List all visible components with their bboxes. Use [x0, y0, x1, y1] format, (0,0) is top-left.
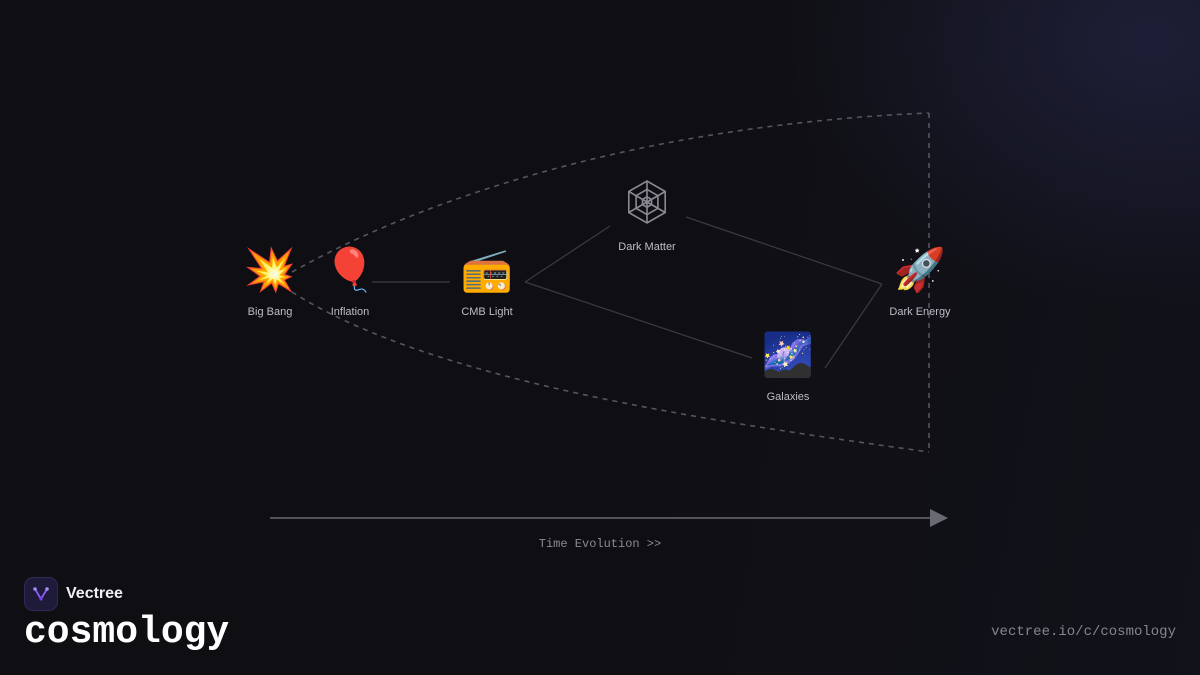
- edges: [372, 216, 883, 369]
- spider-web-icon: [627, 180, 667, 224]
- node-dark-matter[interactable]: Dark Matter: [618, 180, 676, 253]
- rocket-icon: 🚀: [894, 245, 946, 294]
- radio-icon: 📻: [461, 246, 513, 294]
- vectree-logo-icon: [24, 577, 58, 611]
- brand: Vectree: [24, 577, 123, 611]
- expansion-outline-top: [291, 112, 930, 273]
- node-dark-energy[interactable]: 🚀 Dark Energy: [889, 245, 951, 318]
- node-cmb-light[interactable]: 📻 CMB Light: [461, 246, 513, 318]
- milky-way-icon: 🌌: [762, 330, 814, 379]
- topic-title: cosmology: [24, 611, 230, 654]
- node-galaxies[interactable]: 🌌 Galaxies: [762, 330, 814, 403]
- node-inflation[interactable]: 🎈 Inflation: [324, 244, 376, 318]
- node-label: Galaxies: [767, 391, 810, 403]
- brand-name: Vectree: [66, 585, 123, 602]
- node-big-bang[interactable]: 💥 Big Bang: [244, 245, 296, 318]
- collision-icon: 💥: [244, 245, 296, 295]
- node-label: Dark Matter: [618, 241, 676, 253]
- expansion-outline-bottom: [291, 291, 930, 453]
- topic-url[interactable]: vectree.io/c/cosmology: [991, 624, 1176, 640]
- balloon-icon: 🎈: [324, 244, 376, 294]
- node-label: CMB Light: [461, 306, 512, 318]
- time-axis-arrowhead: [930, 509, 948, 527]
- edge-dark-matter-to-dark-energy: [685, 216, 883, 285]
- node-label: Big Bang: [248, 306, 293, 318]
- node-label: Inflation: [331, 306, 370, 318]
- edge-cmb-light-to-galaxies: [524, 281, 753, 359]
- nodes: 💥 Big Bang 🎈 Inflation 📻 CMB Light Dark Matter…: [244, 180, 951, 403]
- node-label: Dark Energy: [889, 306, 951, 318]
- edge-galaxies-to-dark-energy: [824, 283, 883, 369]
- time-axis-label: Time Evolution >>: [539, 537, 661, 551]
- edge-cmb-light-to-dark-matter: [524, 225, 611, 283]
